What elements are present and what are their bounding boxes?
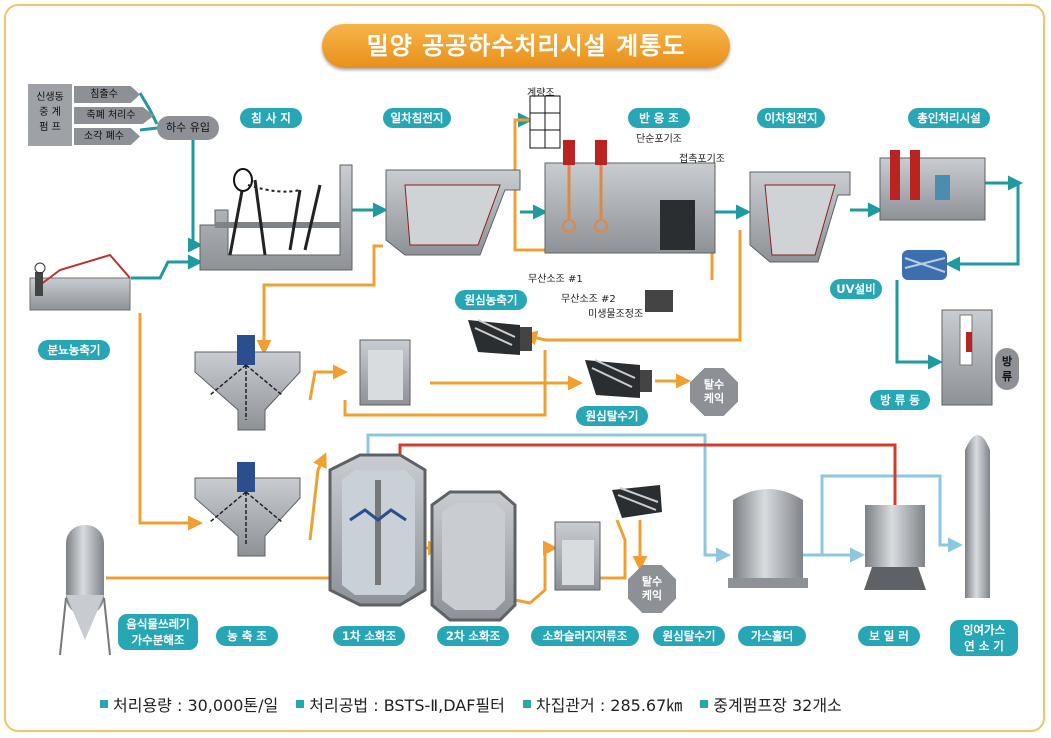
note-microbe-tank: 미생물조정조	[588, 309, 644, 320]
label-uv: UV설비	[830, 279, 882, 299]
storage-to-dewater-line	[600, 519, 627, 580]
footer-sewer-length: 차집관거 : 285.67㎞	[522, 692, 683, 716]
uv-unit	[902, 250, 947, 280]
label-flare: 잉여가스 연 소 기	[950, 620, 1018, 656]
water-lines	[131, 92, 1023, 370]
to-uv-line	[945, 183, 1020, 272]
label-primary-clarifier: 일차침전지	[383, 108, 451, 128]
label-digester-2: 2차 소화조	[437, 626, 509, 646]
pump-to-inflow-line	[138, 92, 159, 125]
pump-to-inflow-line	[139, 126, 158, 132]
thickener2-to-digester-line	[308, 452, 327, 541]
label-outfall: 방 류	[995, 348, 1019, 390]
footer-method-text: 처리공법 : BSTS-Ⅱ,DAF필터	[309, 696, 505, 715]
centrifuge-dewater-1	[585, 359, 652, 398]
relay-pump-station: 신생동 중 계 펌 프	[28, 84, 72, 146]
label-grit-chamber: 침 사 지	[240, 108, 302, 128]
reactor-tank	[529, 95, 716, 312]
label-thickener: 농 축 조	[216, 626, 278, 646]
footer-pump-stations: 중계펌프장 32개소	[700, 692, 842, 716]
gas-lines	[366, 433, 963, 563]
secondary-clarifier	[749, 171, 851, 263]
cake-1-label: 탈수 케익	[703, 378, 725, 405]
thickener-outflow-line	[308, 364, 348, 401]
outfall-building	[941, 309, 993, 406]
food-waste-tank	[59, 525, 111, 656]
footer-pump-text: 중계펌프장 32개소	[713, 696, 842, 715]
summary-footer: 처리용량 : 30,000톤/일 처리공법 : BSTS-Ⅱ,DAF필터 차집관…	[100, 690, 1000, 718]
source-livestock: 축폐 처리수	[74, 107, 154, 124]
label-sludge-storage: 소화슬러지저류조	[531, 626, 639, 646]
label-centrifuge-thickener: 원심농축기	[455, 290, 527, 310]
sludge-storage	[554, 521, 601, 591]
sewage-inflow: 하수 유입	[157, 116, 219, 140]
source-incineration: 소각 폐수	[74, 128, 140, 145]
note-contact-aeration: 접촉포기조	[679, 154, 725, 165]
thickener-2	[194, 462, 301, 557]
gas-holder	[728, 489, 808, 588]
centrifuge-dewater-2	[612, 485, 662, 518]
note-anoxic-1: 무산소조 #1	[528, 274, 583, 285]
digester-2	[430, 490, 517, 622]
manure-to-thickener-line	[138, 313, 203, 531]
inflow-to-grit-line	[188, 140, 203, 253]
note-simple-aeration: 단순포기조	[636, 134, 682, 145]
bullet-icon	[100, 700, 108, 708]
label-centrifuge-dewater-1: 원심탈수기	[576, 406, 648, 426]
sludge-lines	[106, 118, 742, 605]
label-manure-thickener: 분뇨농축기	[38, 340, 110, 360]
bullet-icon	[522, 700, 531, 708]
note-metering: 계량조	[527, 88, 555, 99]
secondary-sludge-line	[522, 230, 742, 346]
label-gas-holder: 가스홀더	[738, 626, 806, 646]
footer-sewer-text: 차집관거 : 285.67㎞	[535, 696, 683, 715]
note-anoxic-2: 무산소조 #2	[561, 294, 616, 305]
manure-thickener	[29, 253, 131, 311]
manure-to-grit-line	[131, 254, 203, 280]
label-centrifuge-dewater-2: 원심탈수기	[653, 626, 725, 646]
thickener-1	[194, 335, 301, 431]
cake-2-label: 탈수 케익	[641, 575, 663, 602]
uv-to-outfall-line	[895, 280, 943, 370]
reactor-return-line	[513, 118, 714, 280]
holder-to-flare-line	[820, 474, 963, 555]
primary-clarifier	[385, 169, 521, 256]
bullet-icon	[700, 700, 709, 708]
dewater-cake-1: 탈수 케익	[690, 368, 738, 416]
flare-stack	[965, 435, 990, 598]
primary-sludge-line	[256, 244, 383, 355]
footer-method: 처리공법 : BSTS-Ⅱ,DAF필터	[296, 692, 505, 716]
label-secondary-clarifier: 이차침전지	[757, 108, 825, 128]
digester-1	[328, 453, 427, 607]
digester2-to-storage-line	[514, 540, 558, 605]
centrifuge-return-line	[343, 350, 547, 417]
footer-capacity: 처리용량 : 30,000톤/일	[100, 692, 278, 716]
centrifuge-thickener	[468, 319, 532, 355]
phosphorus-facility	[879, 150, 986, 221]
label-digester-1: 1차 소화조	[333, 626, 405, 646]
pump-station-label: 신생동 중 계 펌 프	[36, 92, 64, 133]
grit-chamber	[199, 164, 353, 271]
bullet-icon	[296, 700, 305, 708]
label-reactor: 반 응 조	[628, 108, 690, 128]
page-title: 밀양 공공하수처리시설 계통도	[322, 24, 730, 68]
label-outfall-building: 방 류 동	[870, 390, 930, 410]
boiler	[864, 505, 926, 590]
source-leachate: 침출수	[74, 86, 140, 103]
footer-capacity-text: 처리용량 : 30,000톤/일	[113, 696, 279, 715]
label-phosphorus-facility: 총인처리시설	[908, 108, 990, 128]
dewater-cake-2: 탈수 케익	[628, 565, 676, 613]
label-food-waste: 음식물쓰레기 가수분해조	[118, 614, 198, 650]
digester-gas-line	[366, 433, 731, 563]
intermediate-tank	[359, 339, 411, 406]
label-boiler: 보 일 러	[858, 626, 920, 646]
